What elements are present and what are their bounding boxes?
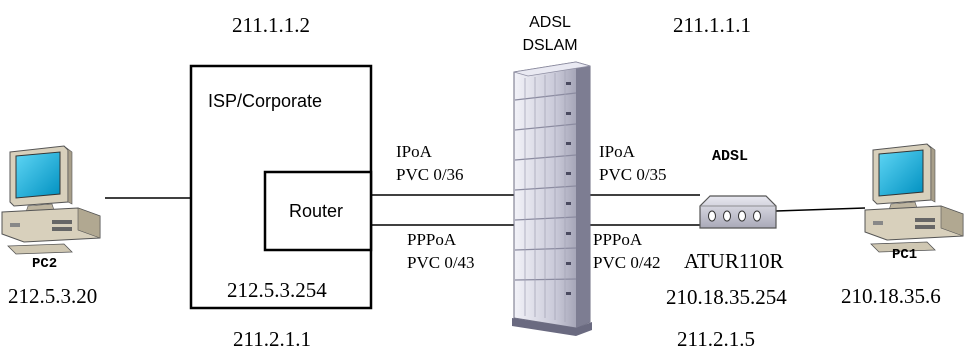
right-ipoa-pvc: PVC 0/35 <box>599 165 667 184</box>
router-label: Router <box>289 201 343 221</box>
pc2-computer-icon <box>1 145 101 255</box>
left-ipoa-label: IPoA <box>396 142 433 161</box>
router-box <box>263 170 373 252</box>
modem-top-label: ADSL <box>712 148 748 165</box>
pc1-ip: 210.18.35.6 <box>841 284 941 308</box>
top-ip-right: 211.1.1.1 <box>673 13 751 37</box>
pc1-label: PC1 <box>892 247 917 263</box>
modem-to-pc1-link <box>775 207 866 212</box>
top-ip-left: 211.1.1.2 <box>232 13 310 37</box>
bottom-ip-right: 211.2.1.5 <box>677 327 755 351</box>
right-ipoa-label: IPoA <box>599 142 636 161</box>
right-pppoa-label: PPPoA <box>593 230 643 249</box>
pc1-computer-icon <box>864 143 964 253</box>
right-pppoa-pvc: PVC 0/42 <box>593 253 661 272</box>
adsl-modem-icon <box>699 195 777 229</box>
isp-label: ISP/Corporate <box>208 91 322 111</box>
isp-router-ip: 212.5.3.254 <box>227 278 327 302</box>
dslam-label-line1: ADSL <box>529 14 571 31</box>
dslam-rack-icon <box>512 61 592 336</box>
modem-ip: 210.18.35.254 <box>666 285 787 309</box>
left-ipoa-pvc: PVC 0/36 <box>396 165 464 184</box>
left-pppoa-label: PPPoA <box>407 230 457 249</box>
pc2-label: PC2 <box>32 256 57 272</box>
bottom-ip-left: 211.2.1.1 <box>233 327 311 351</box>
pc2-ip: 212.5.3.20 <box>8 284 97 308</box>
left-pppoa-pvc: PVC 0/43 <box>407 253 475 272</box>
dslam-label-line2: DSLAM <box>522 37 577 54</box>
modem-model: ATUR110R <box>684 249 784 273</box>
